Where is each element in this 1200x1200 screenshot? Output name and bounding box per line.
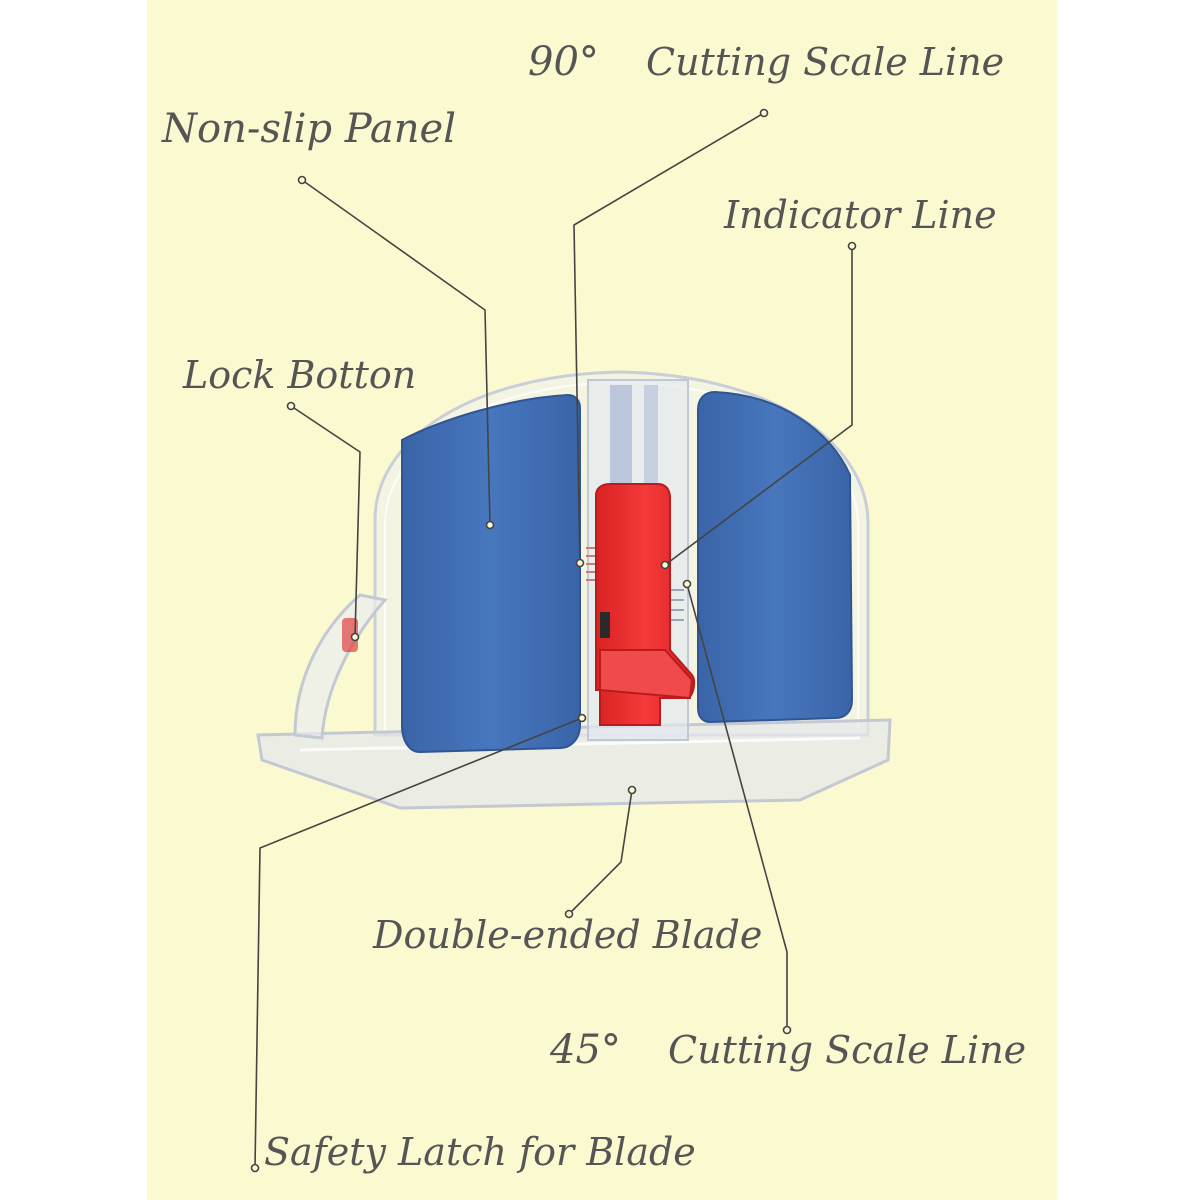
label-90-degrees: 90° [528, 39, 599, 85]
label-cutting-scale-line-top: Cutting Scale Line [646, 40, 1004, 84]
leader-double-ended-blade [568, 789, 633, 915]
slider-window [600, 612, 610, 638]
label-safety-latch-for-blade: Safety Latch for Blade [264, 1130, 696, 1174]
label-cutting-scale-line-bottom: Cutting Scale Line [668, 1028, 1026, 1072]
leader-safety-latch [254, 717, 583, 1169]
label-non-slip-panel: Non-slip Panel [161, 106, 456, 152]
leader-lines [254, 112, 853, 1169]
label-indicator-line: Indicator Line [723, 193, 997, 237]
label-double-ended-blade: Double-ended Blade [372, 913, 762, 957]
lock-arm [293, 593, 388, 740]
leader-lock-button [290, 405, 361, 638]
leader-45-cutting-scale [686, 583, 788, 1030]
lock-button-mark [342, 618, 358, 652]
leader-non-slip-panel [301, 179, 491, 526]
left-blue-pad [401, 393, 581, 754]
label-45-degrees: 45° [549, 1027, 621, 1073]
leader-90-cutting-scale [573, 112, 765, 564]
leader-dots [250, 108, 857, 1173]
leader-indicator-line [664, 246, 853, 566]
right-blue-pad [697, 390, 854, 724]
red-slider [595, 483, 696, 726]
label-lock-button: Lock Botton [182, 353, 416, 397]
